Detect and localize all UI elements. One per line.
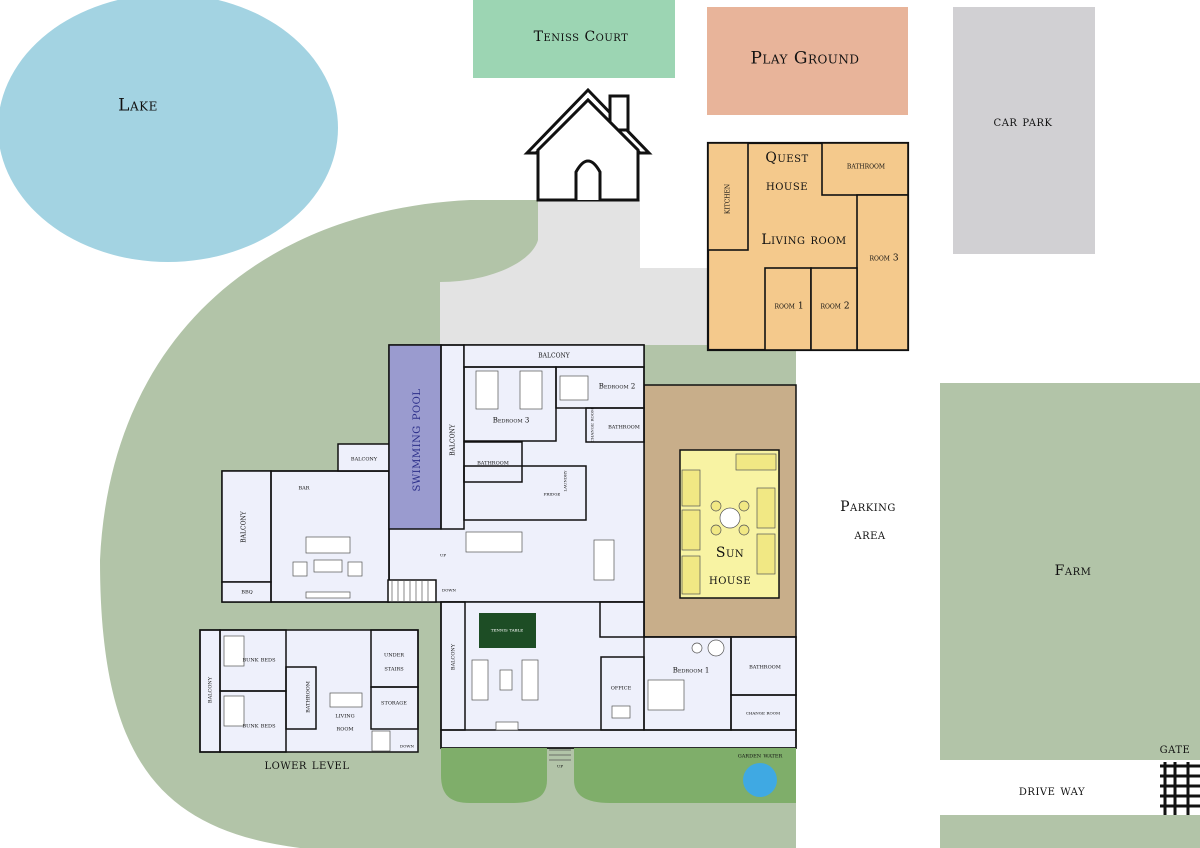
lower-level-title: lower level <box>264 757 350 773</box>
garden-water-label: garden water <box>737 751 783 760</box>
bunk-beds-top-label: bunk beds <box>242 655 276 664</box>
gate-label: gate <box>1159 741 1191 757</box>
garden-right <box>574 748 796 803</box>
lake-label: Lake <box>118 95 158 116</box>
stairs-up-label: up <box>439 552 447 559</box>
guest-room1-label: room 1 <box>774 301 804 312</box>
tennis-court <box>473 0 675 78</box>
tennis-table-label: tennis table <box>490 627 524 634</box>
parking-area-label-1: Parking <box>840 499 896 515</box>
tennis-table <box>479 613 536 648</box>
bar-label: bar <box>298 483 310 492</box>
sun-house-label-2: house <box>709 572 751 588</box>
change-room-a-label: change room <box>589 407 596 443</box>
office-label: office <box>610 683 632 692</box>
home-icon <box>523 87 653 202</box>
bathroom-a-label: bathroom <box>608 422 640 431</box>
swimming-pool-label: swimming pool <box>408 388 424 492</box>
farm <box>940 383 1200 760</box>
gate <box>1160 762 1200 815</box>
play-ground-label: Play Ground <box>750 48 860 69</box>
bedroom2-label: Bedroom 2 <box>598 382 636 391</box>
guest-house-label-1: Quest <box>765 150 809 166</box>
fridge-label: fridge <box>543 491 561 498</box>
guest-room3-label: room 3 <box>869 253 899 264</box>
garden-left <box>441 748 547 803</box>
balcony-bar-label: balcony <box>350 454 378 463</box>
lower-down-label: down <box>399 743 415 750</box>
balcony-top-label: balcony <box>538 350 570 361</box>
play-ground <box>707 7 908 115</box>
lower-living-room-label-1: living <box>335 711 355 720</box>
car-park-label: car park <box>993 114 1053 130</box>
bathroom-c-label: bathroom <box>749 662 781 671</box>
stairs-down-label: down <box>441 587 457 594</box>
storage-label: storage <box>381 698 407 707</box>
garden-water <box>743 763 777 797</box>
guest-kitchen-label: kitchen <box>722 183 733 215</box>
bedroom3-label: Bedroom 3 <box>492 416 530 425</box>
guest-house-label-2: house <box>766 178 808 194</box>
bedroom1-label: Bedroom 1 <box>672 666 710 675</box>
car-park <box>953 7 1095 254</box>
stairs <box>391 580 571 761</box>
guest-bathroom-label: bathroom <box>846 161 886 172</box>
parking-area-label-2: area <box>854 527 886 543</box>
farm-strip <box>940 815 1200 848</box>
footpath <box>440 200 708 345</box>
stairs-up-bottom-label: up <box>556 763 564 770</box>
sun-house-furniture <box>681 453 777 595</box>
lake <box>0 0 338 262</box>
change-room-b-label: change room <box>745 710 781 717</box>
lower-living-room-label-2: room <box>336 724 354 733</box>
balcony-left-label: balcony <box>238 511 249 543</box>
balcony-lower-left-label: balcony <box>448 643 457 671</box>
lower-bathroom-label: bathroom <box>303 681 312 713</box>
guest-house <box>706 141 910 352</box>
under-stairs-label-1: under <box>383 650 405 659</box>
lower-balcony-label: balcony <box>205 676 214 704</box>
main-house-furniture <box>292 370 725 731</box>
under-stairs-label-2: stairs <box>384 664 404 673</box>
guest-living-room-label: Living room <box>761 232 847 248</box>
tennis-court-label: Teniss Court <box>533 29 629 45</box>
bathroom-b-label: bathroom <box>477 458 509 467</box>
laundry-label: laundry <box>562 470 569 492</box>
guest-room2-label: room 2 <box>820 301 850 312</box>
sun-house-label-1: Sun <box>715 545 745 561</box>
balcony-pool-label: balcony <box>447 424 458 456</box>
bunk-beds-bottom-label: bunk beds <box>242 721 276 730</box>
bbq-label: bbq <box>241 587 253 596</box>
drive-way-label: drive way <box>1018 783 1086 799</box>
lower-level-furniture <box>223 635 391 752</box>
farm-label: Farm <box>1054 563 1092 579</box>
